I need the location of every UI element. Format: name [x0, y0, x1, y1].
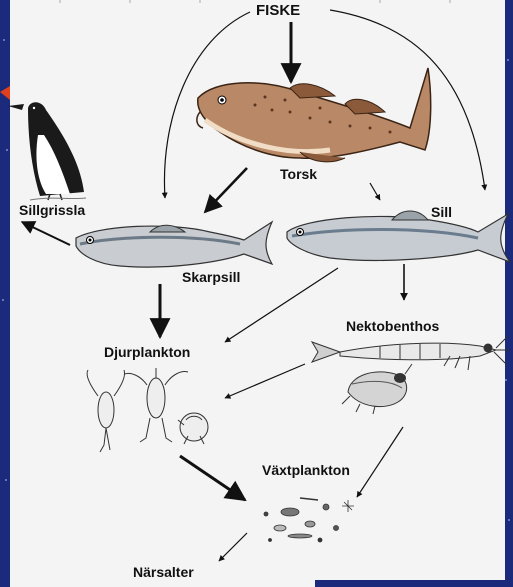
label-torsk: Torsk [280, 167, 317, 181]
label-nektobenthos: Nektobenthos [346, 319, 439, 333]
label-sill: Sill [431, 205, 452, 219]
label-fiske: FISKE [256, 3, 300, 18]
label-narsalter: Närsalter [133, 565, 194, 579]
label-sillgrissla: Sillgrissla [19, 203, 85, 217]
label-djurplankton: Djurplankton [104, 345, 190, 359]
label-vaxtplankton: Växtplankton [262, 463, 350, 477]
label-skarpsill: Skarpsill [182, 270, 240, 284]
